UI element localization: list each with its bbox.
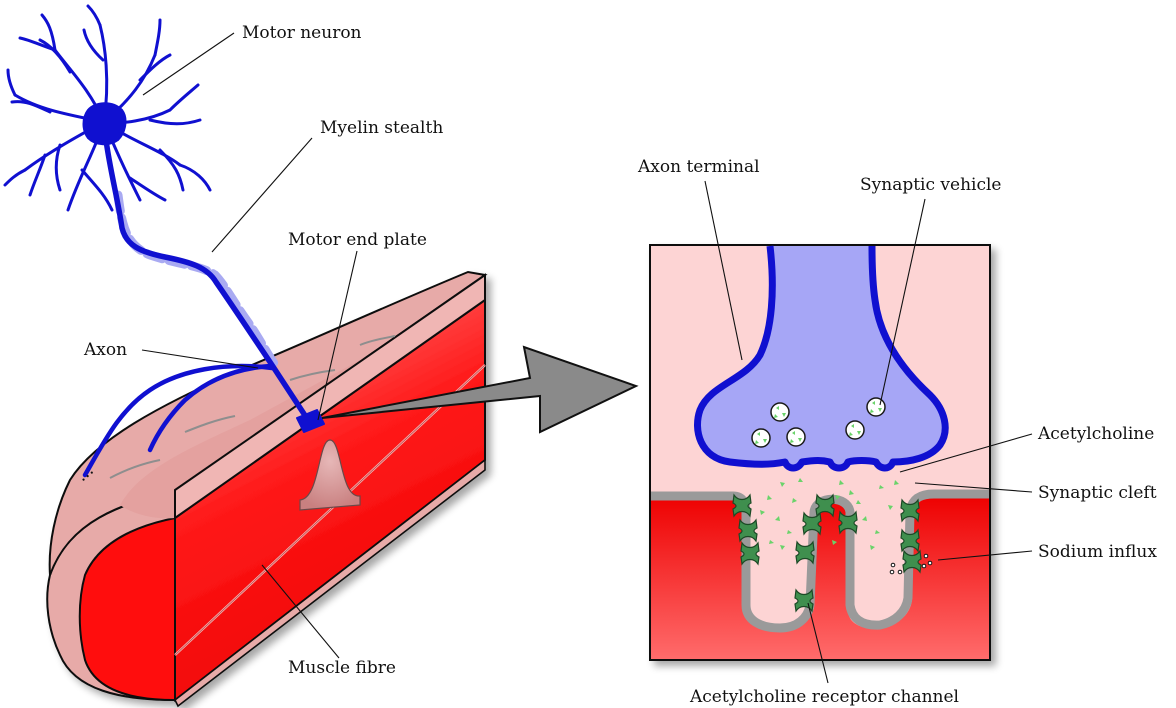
label-acetylcholine-receptor-channel: Acetylcholine receptor channel	[689, 687, 959, 707]
synaptic-vesicle	[867, 398, 885, 416]
myelin-sheath	[118, 195, 275, 365]
synaptic-vesicle	[771, 403, 789, 421]
label-acetylcholine: Acetylcholine	[1037, 424, 1154, 444]
label-myelin-stealth: Myelin stealth	[320, 118, 443, 138]
label-axon-terminal: Axon terminal	[637, 157, 760, 177]
synaptic-vesicle	[752, 429, 770, 447]
synaptic-vesicle	[787, 428, 805, 446]
label-synaptic-vehicle: Synaptic vehicle	[860, 175, 1001, 195]
label-sodium-influx: Sodium influx	[1038, 542, 1157, 562]
label-muscle-fibre: Muscle fibre	[288, 658, 396, 678]
muscle-fibre	[47, 272, 485, 706]
synaptic-vesicle	[846, 421, 864, 439]
label-synaptic-cleft: Synaptic cleft	[1038, 483, 1157, 503]
label-axon: Axon	[83, 340, 127, 360]
label-motor-end-plate: Motor end plate	[288, 230, 427, 250]
label-motor-neuron: Motor neuron	[242, 23, 362, 43]
